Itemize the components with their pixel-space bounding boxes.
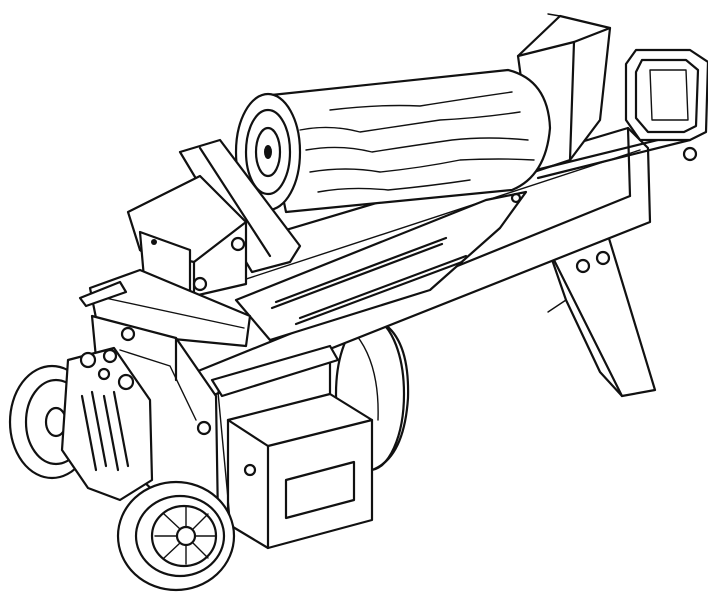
switch-box: [226, 392, 374, 550]
motor-end-plate: [210, 344, 340, 521]
stand-plate: [60, 346, 154, 502]
front-wheel: [116, 480, 236, 592]
control-handle: [624, 48, 708, 162]
log: [234, 68, 552, 214]
log-cradle-plate: [234, 190, 528, 342]
